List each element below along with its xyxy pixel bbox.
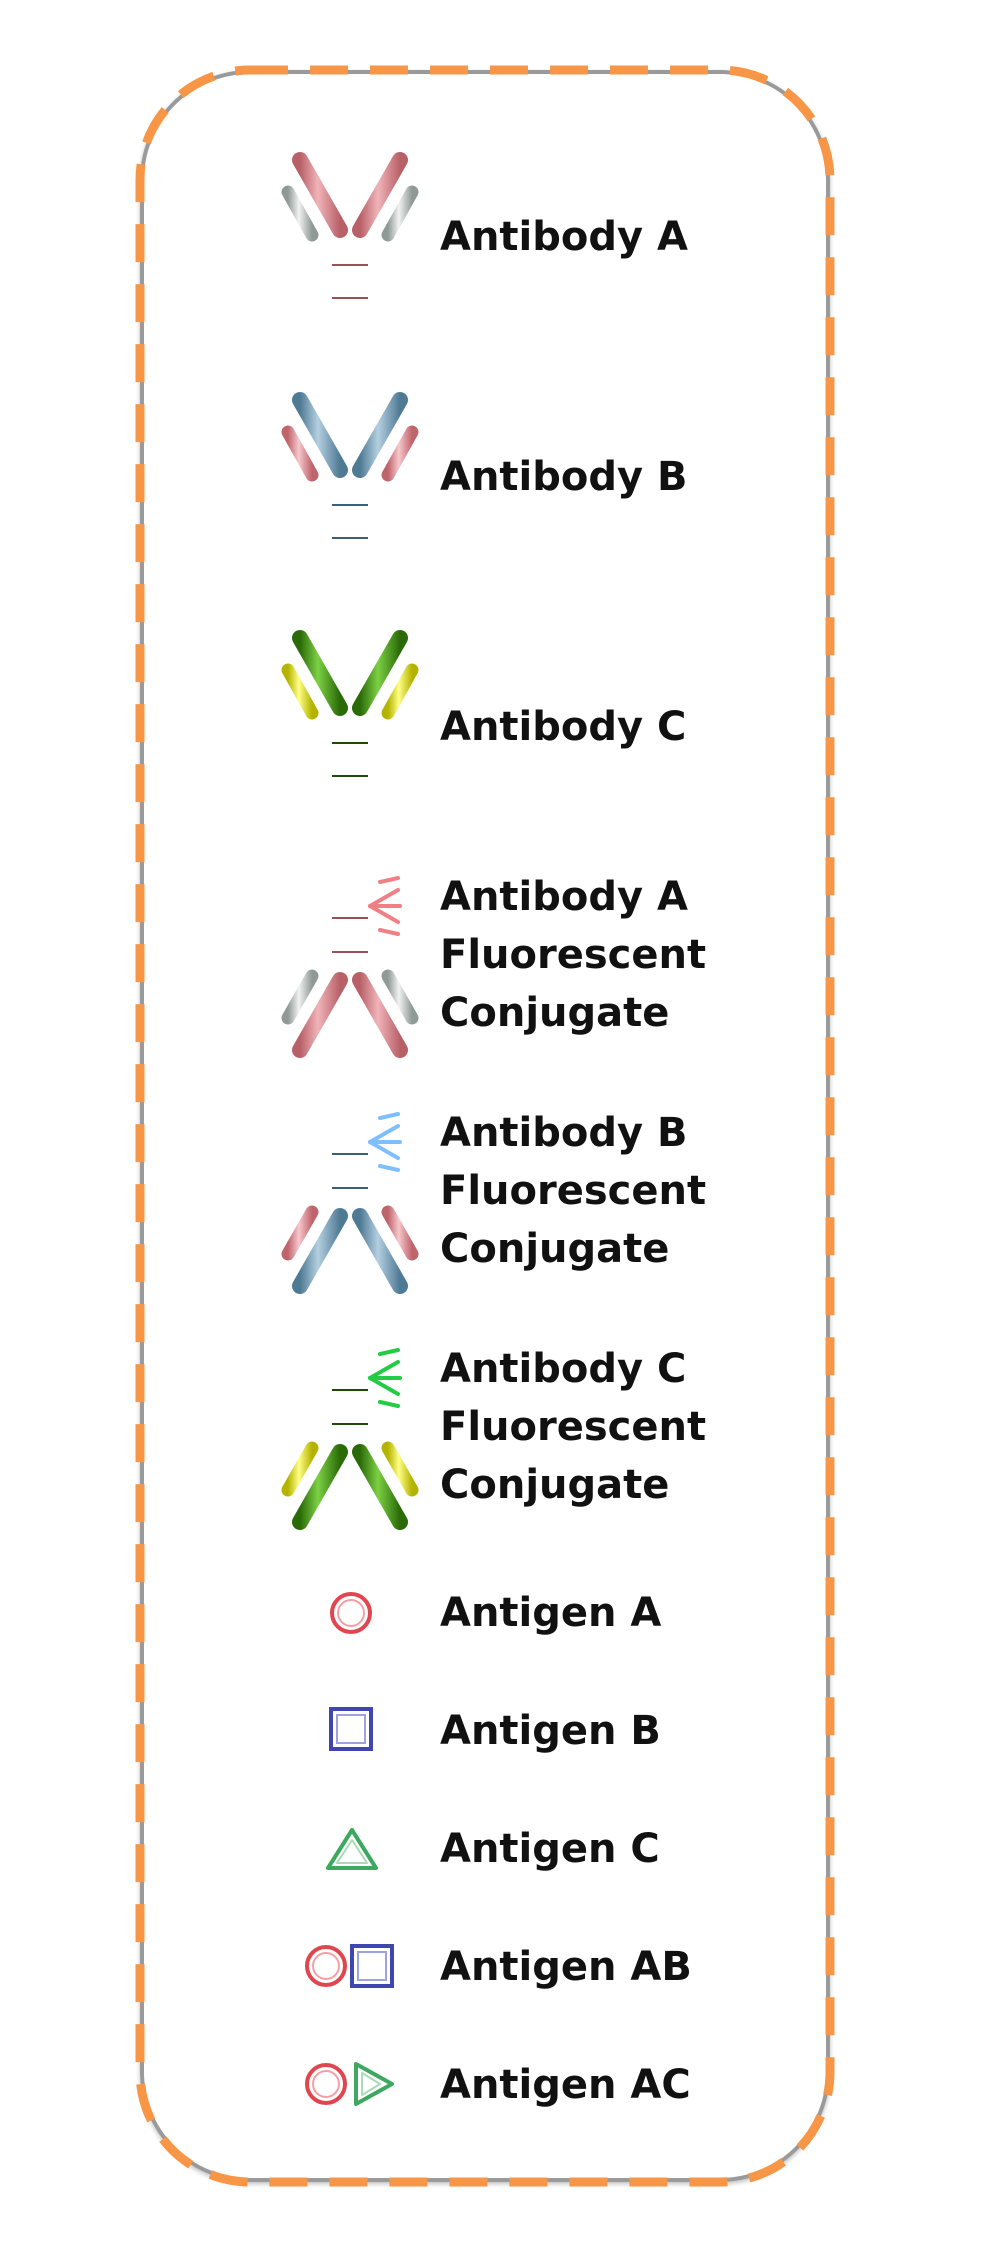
antibody-a-fluorescent-label-1: Antibody A	[440, 874, 688, 920]
square-icon	[329, 1707, 373, 1751]
legend-item-antibody-b-fluorescent: Antibody B Fluorescent Conjugate	[0, 1104, 982, 1304]
antibody-a-fluorescent-label-3: Conjugate	[440, 990, 670, 1036]
legend-item-antibody-a: Antibody A	[0, 150, 982, 350]
antibody-c-fluorescent-icon	[281, 1344, 419, 1530]
antigen-ab-label: Antigen AB	[440, 1944, 692, 1990]
antibody-c-fluorescent-label-2: Fluorescent	[440, 1404, 707, 1450]
legend-item-antigen-c: Antigen C	[0, 1814, 982, 1884]
antibody-b-fluorescent-label-1: Antibody B	[440, 1110, 688, 1156]
fluorophore-icon	[368, 876, 402, 936]
antibody-b-fluorescent-label-2: Fluorescent	[440, 1168, 707, 1214]
antibody-b-fluorescent-label-3: Conjugate	[440, 1226, 670, 1272]
circle-icon	[330, 1592, 372, 1634]
antibody-b-fluorescent-icon	[281, 1108, 419, 1294]
legend-item-antibody-c: Antibody C	[0, 628, 982, 828]
legend-item-antigen-ab: Antigen AB	[0, 1932, 982, 2002]
antigen-c-label: Antigen C	[440, 1826, 660, 1872]
fluorophore-icon	[368, 1348, 402, 1408]
antibody-a-label: Antibody A	[440, 214, 688, 260]
legend-item-antigen-a: Antigen A	[0, 1578, 982, 1648]
antibody-c-fluorescent-label-3: Conjugate	[440, 1462, 670, 1508]
antibody-a-fluorescent-label-2: Fluorescent	[440, 932, 707, 978]
antibody-a-fluorescent-icon	[281, 872, 419, 1058]
legend-item-antigen-ac: Antigen AC	[0, 2050, 982, 2120]
antigen-b-label: Antigen B	[440, 1708, 661, 1754]
antigen-a-label: Antigen A	[440, 1590, 662, 1636]
antibody-b-icon	[281, 392, 419, 576]
antibody-c-fluorescent-label-1: Antibody C	[440, 1346, 687, 1392]
antibody-c-label: Antibody C	[440, 704, 687, 750]
legend-item-antibody-c-fluorescent: Antibody C Fluorescent Conjugate	[0, 1340, 982, 1540]
circle-triangle-icon	[305, 2062, 394, 2106]
legend-item-antigen-b: Antigen B	[0, 1696, 982, 1766]
antibody-c-icon	[281, 630, 419, 814]
antibody-b-label: Antibody B	[440, 454, 688, 500]
legend-item-antibody-b: Antibody B	[0, 390, 982, 590]
antibody-a-icon	[281, 152, 419, 336]
legend-item-antibody-a-fluorescent: Antibody A Fluorescent Conjugate	[0, 868, 982, 1068]
circle-square-icon	[305, 1944, 394, 1988]
antigen-ac-label: Antigen AC	[440, 2062, 691, 2108]
fluorophore-icon	[368, 1112, 402, 1172]
triangle-icon	[326, 1828, 378, 1870]
